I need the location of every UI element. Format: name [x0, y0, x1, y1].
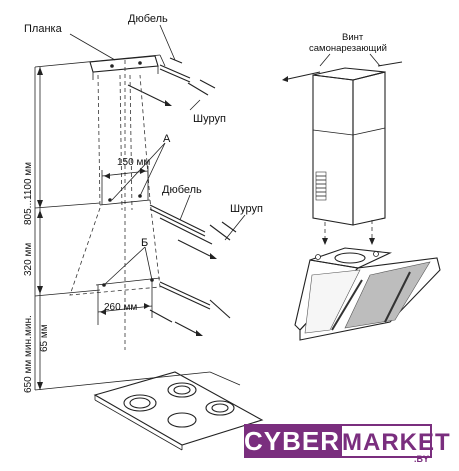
hood-outline-dashed: [69, 74, 161, 296]
logo-domain: .BY: [414, 454, 430, 464]
screw-low-1: [149, 309, 173, 323]
arrows-down: [322, 220, 375, 245]
mounting-bar: [89, 55, 159, 80]
label-samonarezayushchiy: самонарезающий: [309, 43, 387, 54]
cooktop: [93, 371, 264, 451]
label-point-b: Б: [141, 237, 148, 249]
reference-lines: [34, 202, 241, 391]
hood-body: [294, 247, 441, 341]
label-65: 65 мм: [39, 324, 50, 352]
label-650: 650 мм мин.: [23, 336, 34, 393]
label-260: 260 мм: [104, 302, 137, 313]
label-point-a: А: [163, 133, 171, 145]
label-dyubel-mid: Дюбель: [162, 184, 202, 196]
screw-top-2: [187, 79, 216, 96]
label-shurup-top: Шуруп: [193, 113, 226, 125]
dowel-mid-1: [149, 204, 206, 237]
wall-outline: [34, 54, 166, 390]
screw-vint-right: [377, 61, 403, 67]
label-shurup-mid: Шуруп: [230, 203, 263, 215]
label-dyubel-top: Дюбель: [128, 13, 168, 25]
label-planka: Планка: [24, 23, 63, 35]
label-min: мин.: [23, 315, 34, 336]
label-150: 150 мм: [117, 157, 150, 168]
dimension-320: 320 мм: [23, 208, 43, 296]
label-320: 320 мм: [23, 243, 34, 276]
dowel-mid-2: [159, 217, 213, 245]
label-vint: Винт: [342, 32, 364, 43]
screw-low-2: [174, 321, 203, 336]
dimension-height-range: 805...1100 мм: [23, 67, 43, 225]
dimension-65: 65 мм мин.: [23, 296, 50, 352]
screw-low-3: [209, 299, 231, 319]
screw-vint-left: [282, 71, 321, 82]
dimension-650: 650 мм мин.: [23, 320, 43, 393]
logo-cyber: CYBER: [244, 424, 341, 458]
logo-market: MARKET: [340, 424, 450, 458]
screw-mid-1: [177, 239, 217, 259]
cybermarket-logo: CYBER MARKET .BY: [244, 424, 450, 464]
label-805-1100: 805...1100 мм: [23, 162, 34, 225]
dowel-top-1: [159, 64, 191, 83]
dowel-top-2: [169, 57, 183, 64]
chimney: [312, 67, 386, 226]
screw-top-1: [127, 84, 172, 106]
dowel-low-1: [159, 281, 211, 310]
holes-a: [99, 166, 151, 206]
